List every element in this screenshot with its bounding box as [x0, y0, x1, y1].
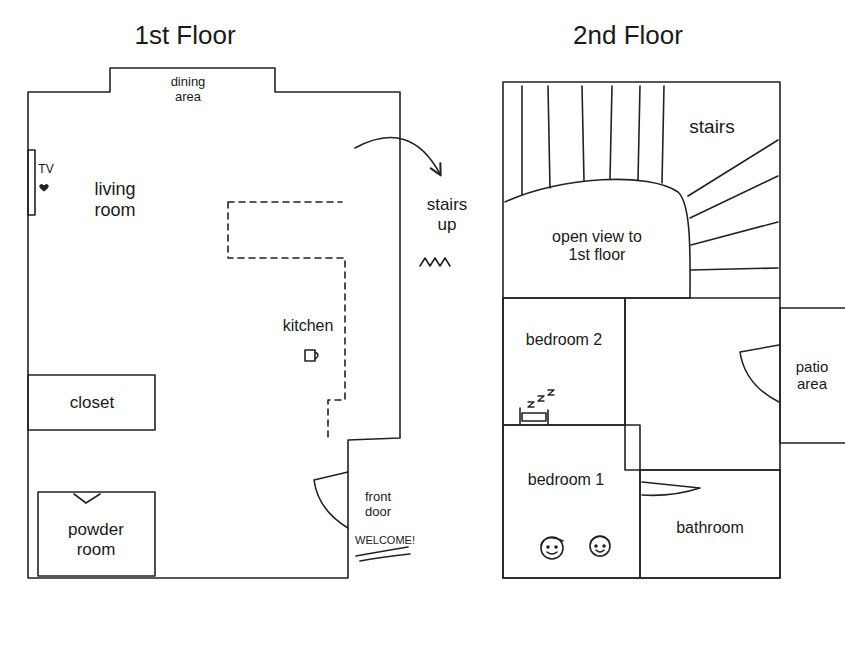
room-name: closet: [70, 393, 114, 413]
room-box-line: [503, 298, 625, 425]
floor-heading: 2nd Floor: [573, 21, 683, 51]
room-name: bedroom 1: [528, 471, 605, 489]
room-name: bathroom: [676, 519, 744, 537]
floor-outline: 2nd Floor open view to 1st floor bedroom 2…: [498, 8, 784, 580]
room-box-line: [38, 492, 155, 576]
room-name: open view to 1st floor: [551, 228, 643, 265]
stairs-label: stairs: [688, 116, 735, 138]
room-box: bathroom: [640, 470, 780, 578]
stairs-label: stairs up: [416, 195, 478, 234]
stairs-zigzag: [420, 258, 450, 266]
room-box: powder room: [38, 492, 155, 576]
open-area-line: [503, 179, 690, 298]
floor-heading: 1st Floor: [134, 21, 235, 51]
room-name: bedroom 2: [526, 331, 603, 349]
room-box: closet: [28, 375, 155, 430]
floor-outline-line: [503, 82, 780, 578]
kitchen-area-line: [228, 202, 345, 440]
door-swing: [642, 482, 700, 495]
area-label: dining area: [160, 75, 217, 105]
door-swing: [74, 494, 100, 503]
room-name: patio area: [784, 358, 840, 393]
patio-box-line: [780, 308, 845, 443]
stair-treads: [522, 86, 778, 270]
mug-symbol: [305, 350, 318, 361]
room-box-line: [28, 375, 155, 430]
room-box: bedroom 1: [503, 425, 640, 578]
welcome-note: WELCOME!: [354, 534, 416, 547]
heart-symbol: [40, 185, 48, 191]
tv-label: TV: [37, 163, 54, 177]
room-name: powder room: [56, 520, 136, 559]
room-box-outline: [503, 298, 625, 425]
floor-outline-outline: [498, 8, 784, 580]
open-area: open view to 1st floor: [503, 176, 693, 298]
room-box-outline: [503, 425, 640, 578]
room-box-line: [640, 470, 780, 578]
floor-outline-line: [28, 68, 400, 578]
room-wall: [625, 298, 780, 470]
door-swing: [740, 345, 779, 402]
kitchen-area: kitchen: [224, 198, 402, 444]
stairs-arrow: [355, 138, 440, 174]
room-label: living room: [74, 179, 156, 220]
room-name: kitchen: [283, 317, 334, 335]
room-box-line: [503, 425, 640, 578]
patio-box: patio area: [780, 308, 845, 443]
door-label: front door: [355, 490, 402, 520]
welcome-underline: [356, 547, 410, 561]
door-swing: [314, 472, 348, 528]
tv-symbol: [28, 150, 35, 215]
room-box: bedroom 2: [503, 298, 625, 425]
face-symbol: [541, 537, 563, 559]
bed-symbol: [520, 390, 554, 425]
face-symbol: [590, 536, 610, 556]
